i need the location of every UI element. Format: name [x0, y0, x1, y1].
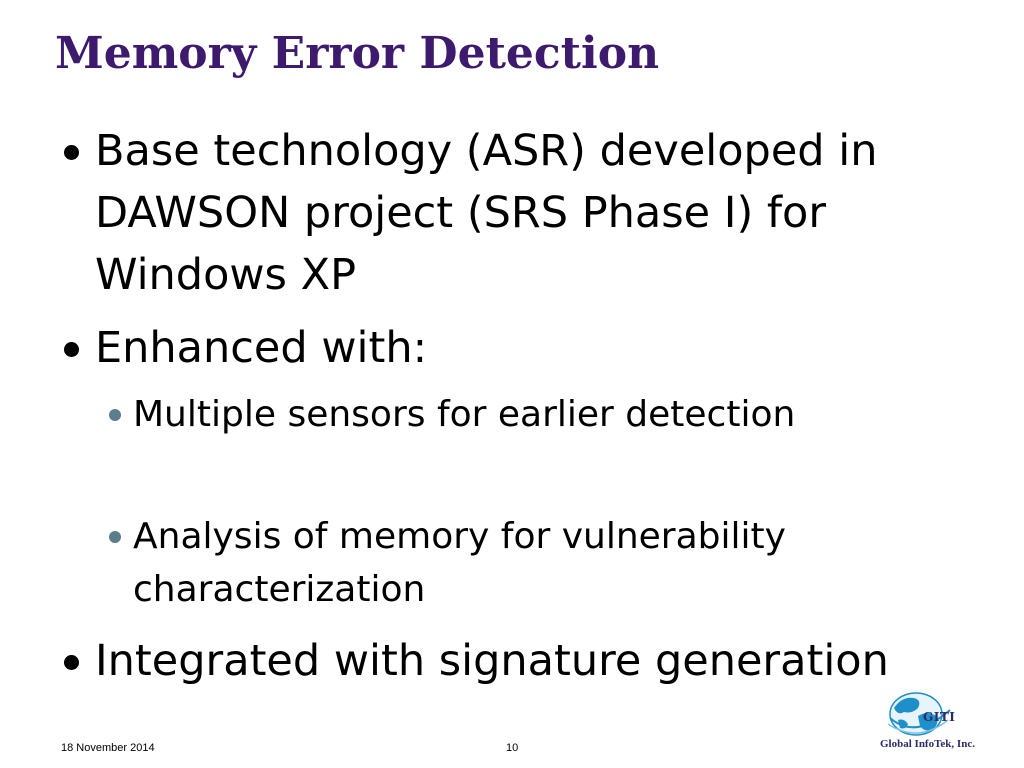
sub-bullet-text: Analysis of memory for vulnerability cha…: [133, 516, 786, 610]
sub-bullet-dot-icon: [109, 531, 121, 543]
bullet-dot-icon: [64, 342, 79, 357]
logo-wordmark: GITI: [923, 710, 956, 724]
company-logo: GITI Global InfoTek, Inc.: [870, 688, 990, 756]
sub-bullet-text: Multiple sensors for earlier detection: [133, 394, 796, 435]
bullet-dot-icon: [64, 655, 79, 670]
bullet-item: Base technology (ASR) developed in DAWSO…: [64, 120, 975, 306]
sub-bullet-item: Analysis of memory for vulnerability cha…: [109, 510, 993, 616]
bullet-text: Enhanced with:: [95, 323, 428, 373]
bullet-item: Enhanced with:: [64, 317, 975, 379]
sub-bullet-item: Multiple sensors for earlier detection: [109, 388, 993, 441]
globe-logo-icon: [888, 692, 951, 736]
slide-title: Memory Error Detection: [55, 28, 660, 79]
footer-date: 18 November 2014: [61, 742, 155, 754]
bullet-text: Integrated with signature generation: [95, 636, 889, 686]
bullet-text: Base technology (ASR) developed in DAWSO…: [95, 126, 878, 300]
bullet-dot-icon: [64, 145, 79, 160]
bullet-item: Integrated with signature generation: [64, 630, 975, 692]
logo-company-name: Global InfoTek, Inc.: [880, 738, 975, 750]
sub-bullet-dot-icon: [109, 409, 121, 421]
page-number: 10: [506, 742, 519, 754]
